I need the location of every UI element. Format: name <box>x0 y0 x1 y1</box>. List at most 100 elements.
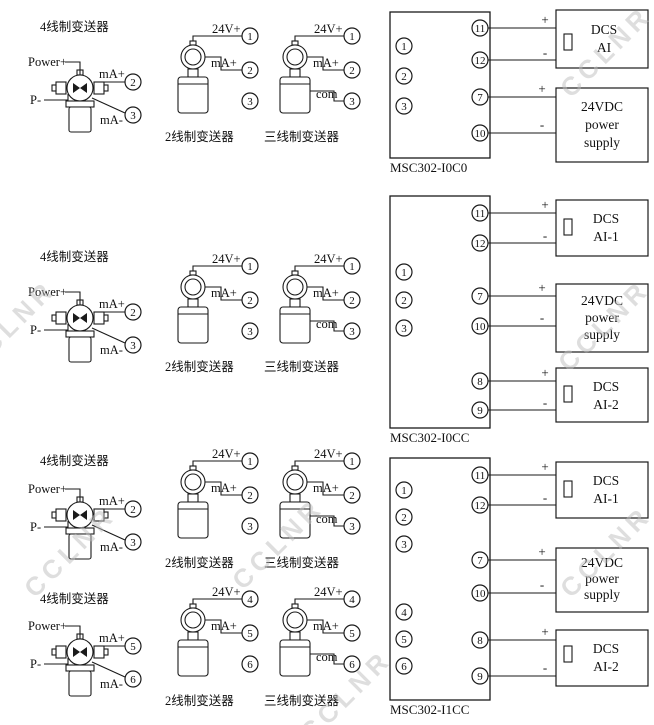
terminal-number: 2 <box>130 77 136 89</box>
wire <box>310 515 344 527</box>
module-box <box>389 195 491 429</box>
wire <box>44 658 69 665</box>
box-line: AI-2 <box>593 659 619 674</box>
wire <box>91 327 126 344</box>
terminal-circle <box>241 257 259 275</box>
polarity-minus: - <box>543 45 547 60</box>
wire <box>91 661 126 678</box>
box-line: supply <box>584 587 620 602</box>
psu-box <box>555 87 649 163</box>
dcs-ai1-box <box>555 461 649 519</box>
wire <box>307 56 344 71</box>
terminal-number: 1 <box>401 41 407 53</box>
terminal-number: 3 <box>401 101 407 113</box>
box-line: DCS <box>593 211 619 226</box>
terminal-circle <box>124 73 142 91</box>
terminal-number: 2 <box>349 65 355 77</box>
polarity-minus: - <box>543 490 547 505</box>
terminal-number: 11 <box>475 23 486 35</box>
dcs-ai2-box-group: + - DCS AI-2 <box>488 365 649 423</box>
v24-label: 24V+ <box>212 585 241 599</box>
section-msc302-i0c0: 4线制变送器 Power+ P- mA+ 2 mA- 3 24V+ 1 mA+ … <box>28 9 649 175</box>
power-plus-label: Power+ <box>28 55 67 69</box>
v24-label: 24V+ <box>212 252 241 266</box>
terminal-number: 2 <box>130 307 136 319</box>
box-line: AI <box>597 40 612 55</box>
terminal-circle <box>343 27 361 45</box>
terminal-number: 3 <box>401 323 407 335</box>
wire <box>192 598 242 604</box>
v24-label: 24V+ <box>212 22 241 36</box>
module-name: MSC302-I1CC <box>390 702 469 717</box>
box-line: supply <box>584 135 620 150</box>
psu-box-group: + - 24VDC power supply <box>488 81 649 163</box>
wire <box>294 460 344 466</box>
terminal-number: 1 <box>247 261 253 273</box>
terminal-number: 6 <box>130 674 136 686</box>
terminal-circle <box>241 92 259 110</box>
terminal-number: 5 <box>349 628 355 640</box>
four-wire-transmitter-group-b: 4线制变送器 Power+ P- mA+ 5 mA- 6 <box>28 591 142 697</box>
ma-plus-label: mA+ <box>313 56 339 70</box>
terminal-circle <box>241 655 259 673</box>
terminal-number: 4 <box>401 607 407 619</box>
terminal-circle <box>343 517 361 535</box>
ma-plus-label: mA+ <box>99 67 125 81</box>
four-wire-label: 4线制变送器 <box>40 19 109 34</box>
terminal-number: 2 <box>247 490 253 502</box>
terminal-number: 1 <box>401 267 407 279</box>
terminal-number: 9 <box>477 405 483 417</box>
terminal-circle <box>343 92 361 110</box>
terminal-number: 1 <box>247 31 253 43</box>
terminal-circle <box>395 319 413 337</box>
wire <box>65 291 81 305</box>
ma-plus-label: mA+ <box>313 286 339 300</box>
terminal-circle <box>241 452 259 470</box>
terminal-circle <box>395 481 413 499</box>
terminal-circle <box>395 603 413 621</box>
terminal-number: 12 <box>475 238 486 250</box>
terminal-number: 1 <box>349 456 355 468</box>
terminal-circle <box>124 533 142 551</box>
polarity-minus: - <box>540 310 544 325</box>
wire <box>65 488 81 502</box>
wire <box>65 61 81 75</box>
transmitter-symbol <box>177 603 209 677</box>
terminal-number: 3 <box>349 96 355 108</box>
terminal-circle <box>241 590 259 608</box>
dcs-ai2-box-group: + - DCS AI-2 <box>488 624 649 687</box>
terminal-circle <box>395 535 413 553</box>
terminal-circle <box>343 452 361 470</box>
ma-plus-label: mA+ <box>211 286 237 300</box>
wire <box>294 598 344 604</box>
terminal-number: 3 <box>349 326 355 338</box>
terminal-circle <box>241 291 259 309</box>
terminal-circle <box>124 637 142 655</box>
wire <box>310 320 344 332</box>
terminal-number: 4 <box>247 594 253 606</box>
section-msc302-i0cc: 4线制变送器 Power+ P- mA+ 2 mA- 3 24V+ 1 mA+ … <box>28 195 649 445</box>
ma-plus-label: mA+ <box>211 619 237 633</box>
wire <box>307 481 344 496</box>
terminal-circle <box>343 322 361 340</box>
ma-minus-label: mA- <box>100 113 123 127</box>
terminal-number: 3 <box>247 96 253 108</box>
polarity-plus: + <box>541 459 548 474</box>
three-wire-transmitter-group-b: 24V+ 4 mA+ 5 com 6 三线制变送器 <box>264 585 361 708</box>
load-resistor <box>563 385 573 403</box>
terminal-circle <box>395 97 413 115</box>
terminal-number: 7 <box>477 291 483 303</box>
terminal-number: 2 <box>401 512 407 524</box>
terminal-circle <box>124 336 142 354</box>
terminal-circle <box>124 303 142 321</box>
ma-plus-label: mA+ <box>99 631 125 645</box>
power-plus-label: Power+ <box>28 285 67 299</box>
module-name: MSC302-I0C0 <box>390 160 467 175</box>
terminal-number: 5 <box>401 634 407 646</box>
load-resistor <box>563 645 573 663</box>
ma-plus-label: mA+ <box>313 619 339 633</box>
dcs-ai1-box-group: + - DCS AI-1 <box>488 197 649 257</box>
wire <box>310 653 344 665</box>
module-msc302-i0cc: 1 2 3 11 12 7 10 8 9 MSC302-I0CC <box>389 195 491 445</box>
